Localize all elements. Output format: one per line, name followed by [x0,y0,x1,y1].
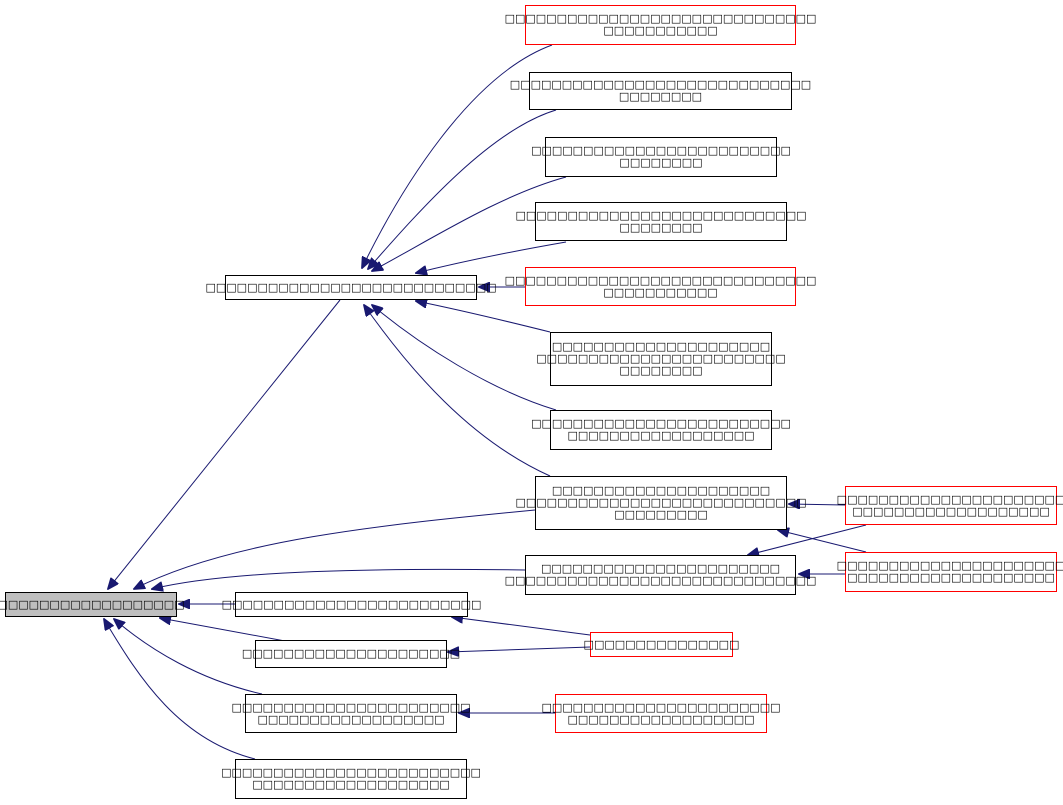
node-f[interactable]: □□□□□□□□□□□□□□□□□□□□□ [242,640,460,668]
node-label: □□□□□□□□□□□□□□□□□□□□□□□□□ [531,417,791,430]
node-label: □□□□□□□□□□□□□□□□□□□□□□□□□□□□ [205,280,497,294]
node-label: □□□□□□□□□□□□□□□□□□□□□ [551,340,771,353]
node-label: □□□□□□□□□□□ [603,24,718,37]
node-label: □□□□□□□□ [619,364,703,377]
node-label: □□□□□□□□□□□□□□□□□□□□□□□□□□□□□□ [504,12,817,25]
node-a[interactable]: □□□□□□□□□□□□□□□□□□□□□□□□□□□□ [206,275,497,300]
edge-h-root [114,619,263,695]
edge-f-root [160,618,286,642]
node-e[interactable]: □□□□□□□□□□□□□□□□□□□□□□□□□ [222,592,481,617]
node-label: □□□□□□□□□□□□□□□□□□□□□□□ [231,700,471,714]
node-label: □□□□□□□□□□□□□□□□□□ [567,712,755,726]
node-c[interactable]: □□□□□□□□□□□□□□□□□□□□□□□□□□□□□□□□□□□□□□□□… [505,555,816,595]
edge-d1-c [748,524,867,555]
node-label: □□□□□□□□ [618,90,703,103]
edge-c-root [152,568,526,589]
node-label: □□□□□□□□□□□□□□□□□□□□□□□□□ [531,144,791,157]
node-label: □□□□□□□□□ [614,508,708,521]
node-r1[interactable]: □□□□□□□□□□□□□□□□□□□□□□□□□□□□□□□□□□□□□□□□… [505,5,816,45]
edge-a-root [108,299,341,589]
edge-r2-a [368,109,557,269]
edge-d1-b [789,504,846,505]
node-label: □□□□□□□□□□□□□□□□□□ [257,712,445,726]
node-label: □□□□□□□□□□□□□□□□□□□□□□□□□ [221,766,481,779]
node-r2[interactable]: □□□□□□□□□□□□□□□□□□□□□□□□□□□□□□□□□□□□□ [510,72,811,110]
edge-g-f [448,646,591,652]
node-label: □□□□□□□□□□□□□□□□□□□ [852,504,1050,518]
node-label: □□□□□□□□□□□□□□□□□□□□□□ [836,492,1063,506]
node-j[interactable]: □□□□□□□□□□□□□□□□□□□□□□□□□□□□□□□□□□□□□□□□… [221,759,481,799]
node-label: □□□□□□□□□□□□□□□□□□□□□□□ [540,562,781,575]
node-b[interactable]: □□□□□□□□□□□□□□□□□□□□□□□□□□□□□□□□□□□□□□□□… [516,476,807,530]
node-label: □□□□□□□□□□□□□□□□□□□□□□□□□□□□ [515,208,807,222]
node-label: □□□□□□□□□□□□□□□ [583,637,740,651]
node-label: □□□□□□□□□□□□□□□□□□ [0,597,185,611]
node-i[interactable]: □□□□□□□□□□□□□□□□□□□□□□□□□□□□□□□□□□□□□□□□… [541,694,781,733]
edge-b-a [364,305,551,477]
edge-r1-a [362,44,553,268]
node-r6[interactable]: □□□□□□□□□□□□□□□□□□□□□□□□□□□□□□□□□□□□□□□□… [536,332,786,386]
node-label: □□□□□□□□□□□□□□□□□□□□ [847,571,1055,584]
node-label: □□□□□□□□□□□□□□□□□□□ [252,778,450,791]
node-label: □□□□□□□□□□□□□□□□□□ [567,429,755,442]
edge-j-root [104,619,256,760]
node-r4[interactable]: □□□□□□□□□□□□□□□□□□□□□□□□□□□□□□□□□□□□ [516,202,807,241]
node-label: □□□□□□□□□□□ [603,285,718,299]
edge-r3-a [372,176,567,271]
edge-b-root [134,509,536,589]
edge-d2-b [778,530,867,553]
node-r5[interactable]: □□□□□□□□□□□□□□□□□□□□□□□□□□□□□□□□□□□□□□□□… [505,267,816,306]
edge-g-e [452,617,591,636]
node-r3[interactable]: □□□□□□□□□□□□□□□□□□□□□□□□□□□□□□□□□ [531,137,791,177]
node-label: □□□□□□□□□□□□□□□□□□□□□□□ [541,700,781,714]
node-label: □□□□□□□□□□□□□□□□□□□□□ [551,484,771,497]
node-r7[interactable]: □□□□□□□□□□□□□□□□□□□□□□□□□□□□□□□□□□□□□□□□… [531,410,791,450]
edge-r7-a [372,305,557,411]
node-label: □□□□□□□□□□□□□□□□□□□□□□□□□□□□□□ [504,273,817,287]
node-label: □□□□□□□□□□□□□□□□□□□□□□□□□ [221,597,482,611]
node-g[interactable]: □□□□□□□□□□□□□□□ [584,632,739,657]
node-label: □□□□□□□□ [619,220,703,234]
node-d1[interactable]: □□□□□□□□□□□□□□□□□□□□□□□□□□□□□□□□□□□□□□□□… [837,486,1063,525]
node-label: □□□□□□□□□□□□□□□□□□□□□□□□□□□□ [515,496,807,509]
node-root[interactable]: □□□□□□□□□□□□□□□□□□ [0,592,185,617]
node-label: □□□□□□□□□□□□□□□□□□□□□□□□□□□□□□ [504,574,817,587]
node-label: □□□□□□□□□□□□□□□□□□□□□□□□ [536,352,786,365]
edge-r4-a [416,241,567,273]
node-label: □□□□□□□□□□□□□□□□□□□□□□□□□□□□□ [509,78,812,91]
node-label: □□□□□□□□□□□□□□□□□□□□□□ [836,559,1063,572]
edge-r6-a [416,301,551,333]
node-label: □□□□□□□□ [619,156,703,169]
node-label: □□□□□□□□□□□□□□□□□□□□□ [241,647,461,660]
node-h[interactable]: □□□□□□□□□□□□□□□□□□□□□□□□□□□□□□□□□□□□□□□□… [231,694,471,733]
node-d2[interactable]: □□□□□□□□□□□□□□□□□□□□□□□□□□□□□□□□□□□□□□□□… [837,552,1063,592]
